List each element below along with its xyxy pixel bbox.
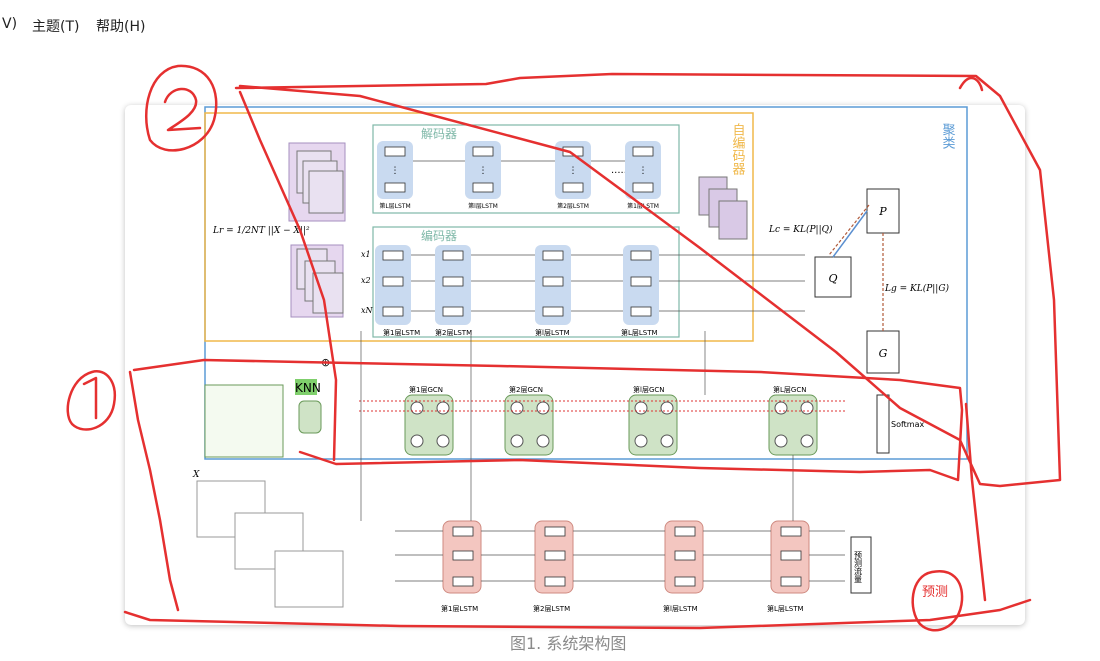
gcn-2: 第2层GCN [504, 385, 554, 456]
figure-image: 聚类 自编码器 解码器 编码器 ⋮ 第L层LSTM ⋮ 第l层LSTM ⋮ 第2… [125, 105, 1025, 625]
encoder-lstm-4-label: 第L层LSTM [621, 328, 658, 337]
softmax-label: Softmax [891, 420, 924, 429]
gcn-4-label: 第L层GCN [773, 385, 806, 394]
encoder-lstm-4: 第L层LSTM [621, 245, 659, 337]
prediction-output-label: 预测流量 [854, 550, 863, 583]
svg-text:⋮: ⋮ [569, 166, 578, 176]
gcn-1: 第1层GCN [404, 385, 454, 456]
knn-graph [298, 400, 322, 434]
softmax-box [876, 394, 890, 454]
menu-theme[interactable]: 主题(T) [32, 19, 80, 35]
encoder-lstm-3: 第l层LSTM [535, 245, 571, 337]
input-xN: xN [361, 306, 374, 315]
node-g-label: G [879, 347, 888, 360]
pred-lstm-3: 第l层LSTM [663, 520, 704, 613]
encoder-lstm-1-label: 第1层LSTM [383, 328, 420, 337]
reconstruction-loss: Lr = 1/2NT ||X − X̂||² [212, 224, 310, 236]
clustering-loss: Lc = KL(P||Q) [768, 224, 833, 235]
annotation-digit-1 [82, 376, 98, 420]
clustering-title: 聚类 [940, 123, 956, 149]
encoder-lstm-3-label: 第l层LSTM [535, 328, 570, 337]
decoder-lstm-2-label: 第l层LSTM [468, 202, 498, 210]
input-x1: x1 [361, 250, 371, 259]
prediction-output-box [850, 536, 872, 594]
pred-lstm-1: 第1层LSTM [441, 520, 482, 613]
menu-view[interactable]: V) [2, 16, 18, 32]
decoder-title: 解码器 [421, 127, 457, 141]
gcn-2-label: 第2层GCN [509, 385, 543, 394]
hidden-state-stack [698, 176, 748, 240]
gcn-4: 第L层GCN [768, 385, 818, 456]
gcn-1-label: 第1层GCN [409, 385, 443, 394]
pred-lstm-4: 第L层LSTM [767, 520, 810, 613]
knn-label: KNN [295, 381, 321, 395]
svg-text:⋮: ⋮ [639, 166, 648, 176]
architecture-diagram: 聚类 自编码器 解码器 编码器 ⋮ 第L层LSTM ⋮ 第l层LSTM ⋮ 第2… [192, 106, 968, 613]
decoder-lstm-3-label: 第2层LSTM [557, 202, 589, 210]
matrix-label: X [192, 470, 200, 480]
decoder-lstm-4: ⋮ 第1层LSTM [625, 141, 661, 210]
decoder-lstm-2: ⋮ 第l层LSTM [465, 141, 501, 210]
svg-text:⋮: ⋮ [391, 166, 400, 176]
pred-lstm-2-label: 第2层LSTM [533, 604, 570, 613]
pred-lstm-1-label: 第1层LSTM [441, 604, 478, 613]
autoencoder-title: 自编码器 [730, 123, 746, 176]
svg-text:⋮: ⋮ [479, 166, 488, 176]
matrix-layer-3 [274, 550, 344, 608]
gcn-3-label: 第l层GCN [633, 385, 665, 394]
menu-bar: V) 主题(T) 帮助(H) [0, 0, 1100, 46]
decoder-lstm-1-label: 第L层LSTM [379, 202, 410, 210]
gcn-loss: Lg = KL(P||G) [884, 283, 950, 294]
encoder-lstm-1: 第1层LSTM [375, 245, 420, 337]
feature-matrix [204, 384, 284, 458]
node-q-label: Q [828, 272, 837, 285]
concat-symbol: ⊕ [321, 356, 330, 369]
pred-lstm-2: 第2层LSTM [533, 520, 574, 613]
encoder-lstm-2: 第2层LSTM [435, 245, 472, 337]
decoder-output-stack [288, 142, 346, 222]
encoder-title: 编码器 [421, 228, 457, 243]
input-x2: x2 [361, 276, 371, 285]
menu-help[interactable]: 帮助(H) [96, 19, 146, 35]
pred-lstm-3-label: 第l层LSTM [663, 604, 698, 613]
pred-lstm-4-label: 第L层LSTM [767, 604, 804, 613]
input-stack [290, 244, 344, 318]
gcn-3: 第l层GCN [628, 385, 678, 456]
annotation-circle-1 [66, 370, 117, 431]
decoder-lstm-3: ⋮ 第2层LSTM [555, 141, 591, 210]
decoder-lstm-1: ⋮ 第L层LSTM [377, 141, 413, 210]
annotation-mark-top [958, 76, 984, 92]
encoder-lstm-2-label: 第2层LSTM [435, 328, 472, 337]
node-p-label: P [878, 205, 887, 218]
figure-caption: 图1. 系统架构图 [510, 634, 627, 653]
decoder-lstm-4-label: 第1层LSTM [627, 202, 659, 210]
